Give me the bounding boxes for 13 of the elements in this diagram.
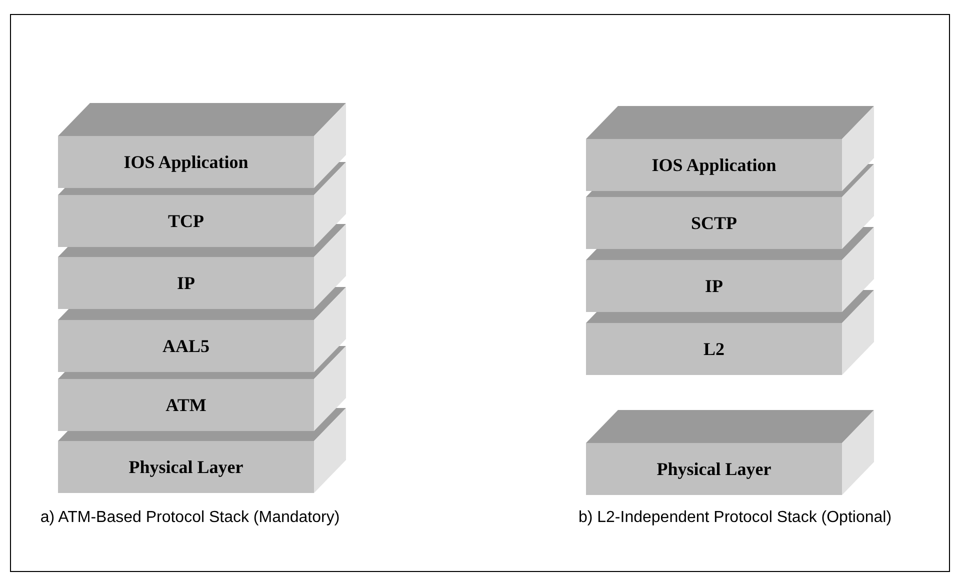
- layer-label: IOS Application: [122, 151, 250, 173]
- layer-label: TCP: [167, 210, 205, 232]
- stack-caption: b) L2-Independent Protocol Stack (Optional): [577, 508, 893, 528]
- layer-label: Physical Layer: [656, 458, 772, 480]
- layer-label: SCTP: [690, 212, 738, 234]
- layer-label: IOS Application: [650, 154, 778, 176]
- stack-caption: a) ATM-Based Protocol Stack (Mandatory): [39, 508, 341, 528]
- layer-label: IP: [176, 272, 196, 294]
- layer-label: Physical Layer: [128, 456, 244, 478]
- layer-label: AAL5: [161, 335, 210, 357]
- layer-label: ATM: [164, 394, 208, 416]
- layer-label: IP: [704, 275, 724, 297]
- layer-label: L2: [702, 338, 726, 360]
